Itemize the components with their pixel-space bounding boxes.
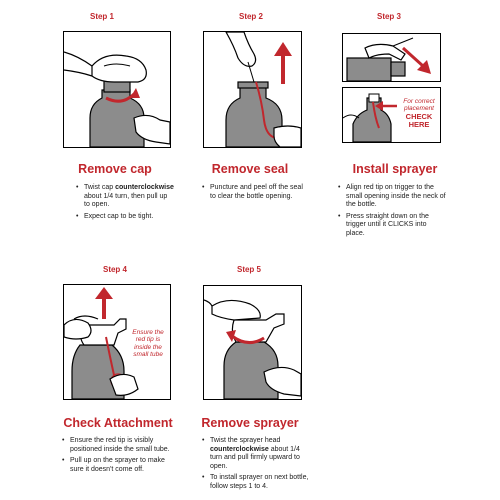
- step-4-ensure-callout: Ensure the red tip is inside the small t…: [132, 329, 164, 359]
- step-1-title: Remove cap: [78, 162, 152, 176]
- step-3-bullet-2: Press straight down on the trigger until…: [338, 213, 446, 239]
- step-4-label: Step 4: [102, 265, 127, 274]
- step-3-instructions: Align red tip on trigger to the small op…: [338, 184, 446, 242]
- step-5-label: Step 5: [236, 265, 261, 274]
- step-5-illustration: [203, 285, 302, 400]
- step-4-title: Check Attachment: [63, 416, 173, 430]
- step-3-title: Install sprayer: [352, 162, 438, 176]
- step-1-label: Step 1: [89, 12, 114, 21]
- step-4-instructions: Ensure the red tip is visibly positioned…: [62, 437, 170, 477]
- step-1-bullet-2: Expect cap to be tight.: [76, 213, 174, 222]
- step-2-bullet-1: Puncture and peel off the seal to clear …: [202, 184, 308, 201]
- step-2-title: Remove seal: [211, 162, 289, 176]
- step-5-instructions: Twist the sprayer head counterclockwise …: [202, 437, 310, 495]
- step-2-illustration: [203, 31, 302, 148]
- step-5-title: Remove sprayer: [201, 416, 299, 430]
- step-4-bullet-1: Ensure the red tip is visibly positioned…: [62, 437, 170, 454]
- step-4-bullet-2: Pull up on the sprayer to make sure it d…: [62, 457, 170, 474]
- step-3-label: Step 3: [376, 12, 401, 21]
- step-3-illustration-bottom: For correct placement CHECK HERE: [342, 87, 441, 143]
- step-5-bullet-1: Twist the sprayer head counterclockwise …: [202, 437, 310, 471]
- step-1-illustration: [63, 31, 171, 148]
- step-5-bullet-2: To install sprayer on next bottle, follo…: [202, 474, 310, 491]
- step-1-instructions: Twist cap counterclockwise about 1/4 tur…: [76, 184, 174, 224]
- step-3-bullet-1: Align red tip on trigger to the small op…: [338, 184, 446, 210]
- step-2-instructions: Puncture and peel off the seal to clear …: [202, 184, 308, 204]
- step-1-bullet-1: Twist cap counterclockwise about 1/4 tur…: [76, 184, 174, 210]
- step-2-label: Step 2: [238, 12, 263, 21]
- step-3-check-callout: For correct placement CHECK HERE: [403, 98, 435, 130]
- step-3-illustration-top: [342, 33, 441, 82]
- step-4-illustration: Ensure the red tip is inside the small t…: [63, 284, 171, 400]
